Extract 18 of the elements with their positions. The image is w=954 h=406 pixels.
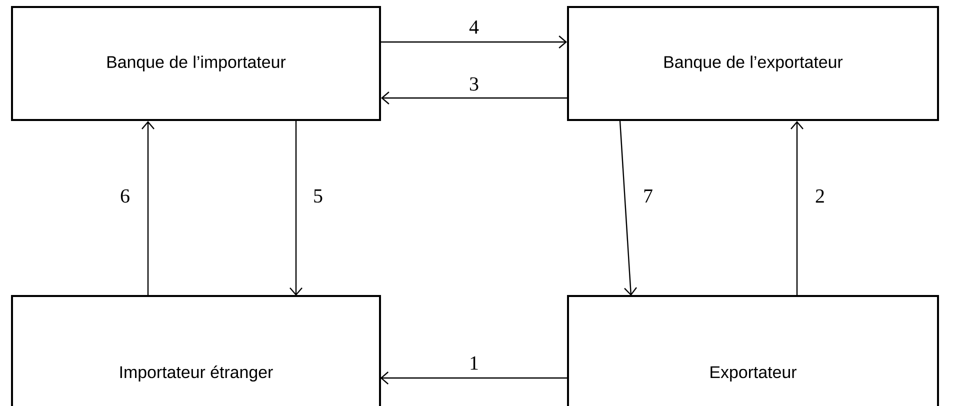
edge-label: 5 — [312, 188, 324, 204]
arrow — [290, 121, 302, 296]
process-box: Importateur étranger — [11, 295, 381, 406]
arrow — [619, 120, 637, 296]
edge-label: 4 — [468, 19, 480, 35]
edge-label: 7 — [642, 188, 654, 204]
process-box: Exportateur — [567, 295, 939, 406]
arrow — [790, 121, 804, 296]
edge-label: 1 — [468, 355, 480, 371]
edge-label: 2 — [814, 188, 826, 204]
arrow — [381, 36, 567, 48]
arrow — [381, 92, 567, 104]
arrow — [142, 121, 154, 296]
edge-label: 6 — [119, 188, 131, 204]
process-box: Banque de l’importateur — [11, 6, 381, 121]
process-box: Banque de l’exportateur — [567, 6, 939, 121]
edge-label: 3 — [468, 76, 480, 92]
arrow — [380, 372, 568, 384]
